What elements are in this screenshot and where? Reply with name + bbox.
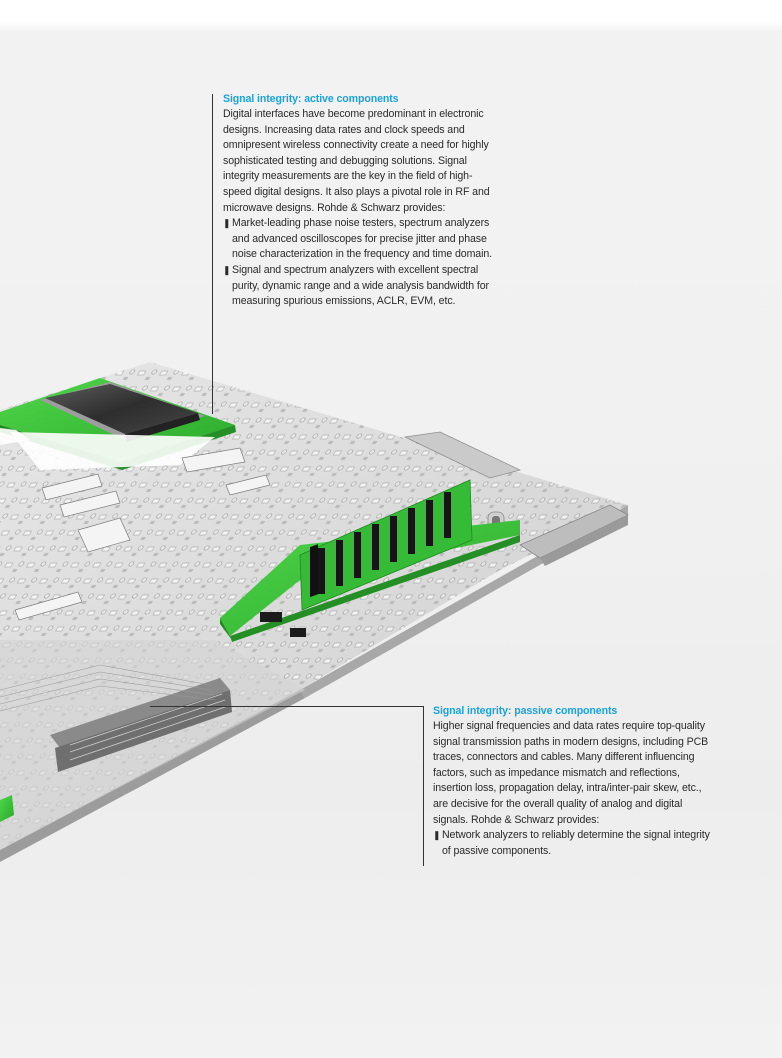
board-chips <box>14 447 271 621</box>
list-item: ❚Market-leading phase noise testers, spe… <box>223 217 492 261</box>
active-components-section: Signal integrity: active components Digi… <box>223 92 498 310</box>
bullet-icon: ❚ <box>223 218 231 229</box>
lower-board <box>0 640 305 850</box>
bullet-icon: ❚ <box>223 264 231 275</box>
passive-components-section: Signal integrity: passive components Hig… <box>433 704 715 859</box>
leader-line-active <box>212 94 213 414</box>
bullet-icon: ❚ <box>433 830 441 841</box>
active-section-title: Signal integrity: active components <box>223 93 399 105</box>
leader-line-passive-vertical <box>423 706 424 866</box>
leader-line-passive-horizontal <box>150 706 424 707</box>
passive-section-title: Signal integrity: passive components <box>433 705 618 717</box>
passive-section-body: Higher signal frequencies and data rates… <box>433 720 709 826</box>
list-item: ❚Signal and spectrum analyzers with exce… <box>223 263 489 308</box>
page-top-band <box>0 0 782 20</box>
active-bullet-list: ❚Market-leading phase noise testers, spe… <box>223 216 498 310</box>
memory-module <box>220 479 520 642</box>
active-section-body: Digital interfaces have become predomina… <box>223 108 490 214</box>
list-item: ❚Network analyzers to reliably determine… <box>433 829 710 857</box>
passive-bullet-list: ❚Network analyzers to reliably determine… <box>433 828 715 859</box>
